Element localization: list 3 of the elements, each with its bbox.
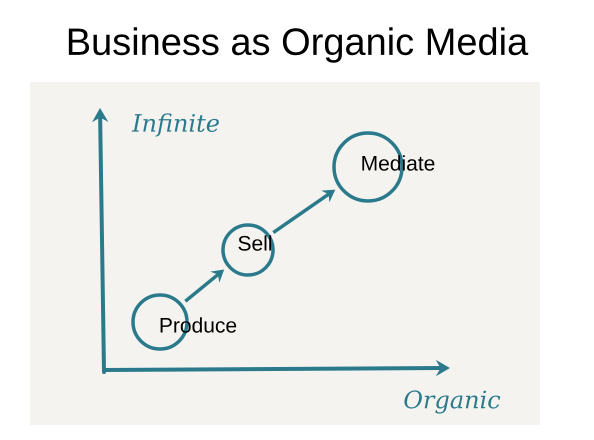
title: Business as Organic Media (68, 27, 528, 63)
axis-label: Organic (404, 390, 500, 414)
axis-label: Infinite (132, 113, 219, 137)
